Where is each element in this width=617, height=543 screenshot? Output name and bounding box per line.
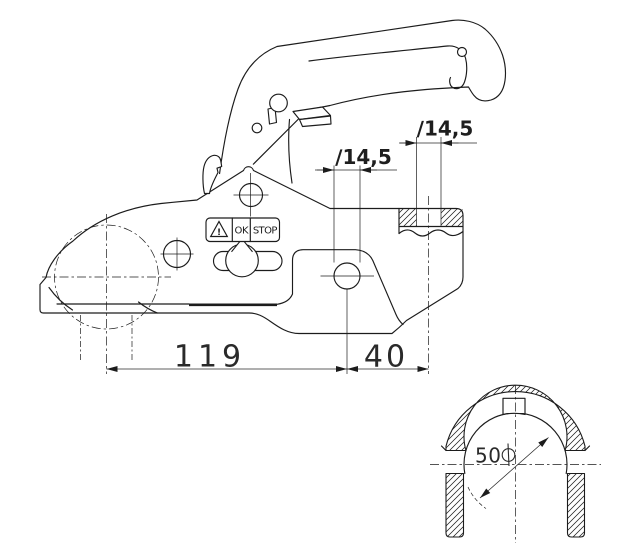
dim-front-hole-text: ∕14,5 bbox=[335, 145, 392, 169]
stop-label: STOP bbox=[253, 225, 278, 236]
dim-rear-hole-text: ∕14,5 bbox=[417, 117, 474, 141]
dim-119-text: 119 bbox=[174, 340, 246, 375]
ball-phantom bbox=[42, 214, 171, 374]
dim-length-119: 119 bbox=[106, 340, 347, 375]
socket-section-detail: 50 bbox=[430, 384, 601, 543]
top-notch bbox=[502, 397, 526, 415]
section-hatch-left bbox=[399, 208, 417, 227]
lever-end-hole bbox=[456, 46, 468, 58]
socket-skirt-arc-right bbox=[137, 301, 159, 314]
diameter-symbol-icon bbox=[501, 443, 516, 467]
warning-triangle-icon bbox=[209, 220, 229, 238]
keyhole-icon bbox=[269, 93, 288, 113]
section-hatch-right bbox=[441, 208, 463, 227]
rear-mount-section bbox=[398, 137, 464, 374]
indicator-label-box bbox=[205, 217, 281, 243]
release-lever-tip bbox=[202, 154, 223, 195]
socket-skirt-arc-left bbox=[48, 286, 74, 311]
front-fixing-hole bbox=[320, 165, 374, 374]
dim-front-hole: ∕14,5 bbox=[315, 145, 397, 173]
break-wave-line bbox=[398, 229, 464, 237]
indicator-knob bbox=[212, 238, 283, 278]
dim-40-text: 40 bbox=[364, 340, 408, 375]
bore-arc-in-notch bbox=[502, 412, 526, 416]
socket-leg-right-hatched bbox=[566, 472, 586, 538]
latch-plate-lower bbox=[298, 115, 332, 128]
rear-bracket-seam bbox=[276, 249, 404, 326]
hand-lever-outline bbox=[218, 19, 507, 175]
indicator-label: ! OK STOP bbox=[205, 217, 281, 243]
hand-lever bbox=[218, 19, 507, 184]
lever-channel-edge bbox=[288, 118, 293, 184]
dim-rear-hole: ∕14,5 bbox=[399, 117, 477, 146]
side-hole bbox=[160, 237, 194, 271]
dim-ref-arc bbox=[467, 486, 487, 509]
pivot-hole bbox=[233, 173, 269, 217]
body-inner-contours bbox=[48, 249, 404, 326]
lever-rivet-hole bbox=[251, 122, 263, 134]
ok-label: OK bbox=[234, 225, 248, 236]
notch-fill bbox=[503, 398, 525, 413]
lever-channel-inner-line bbox=[308, 45, 468, 90]
warning-exclamation: ! bbox=[217, 228, 221, 238]
outer-step-right bbox=[584, 445, 591, 452]
dim-socket-50: 50 bbox=[467, 437, 549, 509]
coupling-side-view: ! OK STOP ∕14,5 ∕14,5 119 40 bbox=[39, 19, 507, 375]
socket-leg-left-hatched bbox=[445, 472, 465, 538]
outer-step-left bbox=[440, 445, 447, 452]
dim-length-40: 40 bbox=[347, 340, 429, 375]
dim-50-text: 50 bbox=[475, 444, 501, 468]
